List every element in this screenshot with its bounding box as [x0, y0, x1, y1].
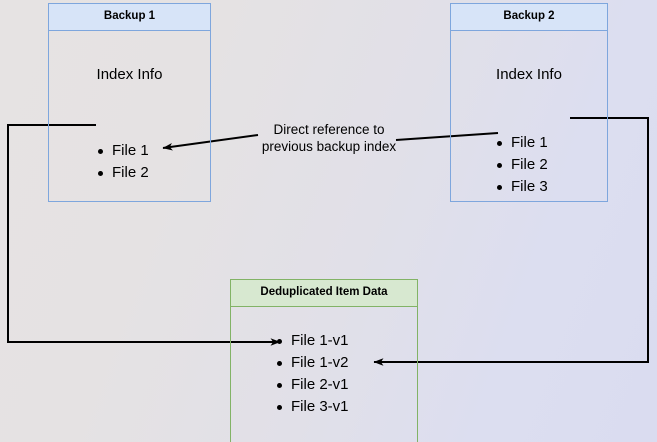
node-backup2-header: Backup 2: [451, 4, 607, 31]
node-backup2-body: Index Info File 1 File 2 File 3: [451, 31, 607, 201]
node-backup1-body: Index Info File 1 File 2: [49, 31, 210, 201]
list-item: File 2: [96, 162, 149, 184]
node-dedup-body: File 1-v1 File 1-v2 File 2-v1 File 3-v1: [231, 307, 417, 442]
node-backup1-title: Backup 1: [103, 10, 156, 22]
node-backup2-index-label: Index Info: [496, 66, 562, 83]
list-item: File 3: [495, 176, 548, 198]
node-backup2[interactable]: Backup 2 Index Info File 1 File 2 File 3: [450, 3, 608, 202]
list-item: File 3-v1: [275, 396, 349, 418]
list-item: File 1-v2: [275, 352, 349, 374]
node-backup1[interactable]: Backup 1 Index Info File 1 File 2: [48, 3, 211, 202]
node-backup1-index-label: Index Info: [96, 66, 163, 83]
list-item: File 1: [495, 132, 548, 154]
node-dedup-title: Deduplicated Item Data: [260, 286, 388, 298]
node-backup2-file-list: File 1 File 2 File 3: [495, 132, 548, 198]
node-dedup-header: Deduplicated Item Data: [231, 280, 417, 307]
list-item: File 1-v1: [275, 330, 349, 352]
list-item: File 2-v1: [275, 374, 349, 396]
node-backup1-file-list: File 1 File 2: [96, 140, 149, 184]
node-backup1-header: Backup 1: [49, 4, 210, 31]
node-deduplicated-item-data[interactable]: Deduplicated Item Data File 1-v1 File 1-…: [230, 279, 418, 442]
edge-label-direct-reference: Direct reference to previous backup inde…: [261, 122, 397, 154]
list-item: File 2: [495, 154, 548, 176]
node-dedup-file-list: File 1-v1 File 1-v2 File 2-v1 File 3-v1: [275, 330, 349, 418]
list-item: File 1: [96, 140, 149, 162]
node-backup2-title: Backup 2: [503, 10, 555, 22]
